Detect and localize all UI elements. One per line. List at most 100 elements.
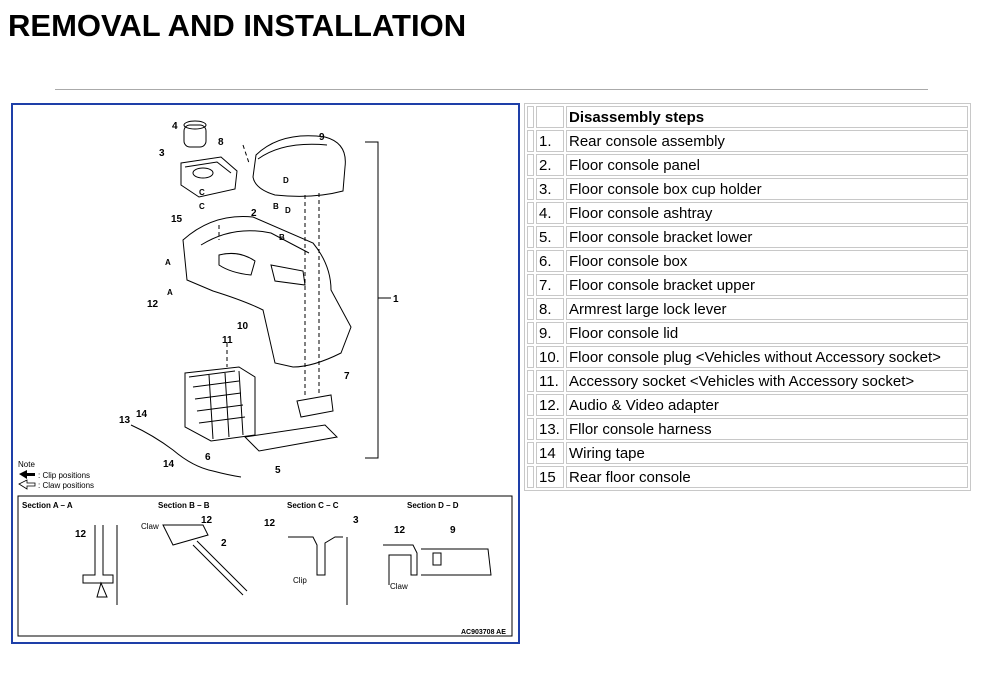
note-clip: : Clip positions <box>38 471 90 480</box>
step-text: Floor console plug <Vehicles without Acc… <box>566 346 968 368</box>
step-number: 8. <box>536 298 564 320</box>
step-number: 1. <box>536 130 564 152</box>
claw-arrow-icon <box>18 479 36 490</box>
svg-text:3: 3 <box>353 515 359 526</box>
table-row: 8.Armrest large lock lever <box>527 298 968 320</box>
step-text: Floor console bracket upper <box>566 274 968 296</box>
step-number: 2. <box>536 154 564 176</box>
table-header-row: Disassembly steps <box>527 106 968 128</box>
step-number: 15 <box>536 466 564 488</box>
table-row: 9.Floor console lid <box>527 322 968 344</box>
step-text: Floor console bracket lower <box>566 226 968 248</box>
svg-text:B: B <box>273 202 279 211</box>
step-number: 14 <box>536 442 564 464</box>
step-number: 7. <box>536 274 564 296</box>
page-title: REMOVAL AND INSTALLATION <box>8 8 467 43</box>
callout-14b: 14 <box>163 459 175 470</box>
exploded-view-figure: 1 2 3 4 5 6 7 8 9 10 11 12 13 14 14 15 A… <box>11 103 520 644</box>
step-text: Floor console box cup holder <box>566 178 968 200</box>
table-row: 13.Fllor console harness <box>527 418 968 440</box>
table-row: 5.Floor console bracket lower <box>527 226 968 248</box>
svg-text:D: D <box>285 206 291 215</box>
step-number: 11. <box>536 370 564 392</box>
step-text: Audio & Video adapter <box>566 394 968 416</box>
svg-text:A: A <box>165 258 171 267</box>
svg-text:C: C <box>199 188 205 197</box>
callout-14a: 14 <box>136 409 148 420</box>
callout-8: 8 <box>218 137 224 148</box>
step-text: Floor console ashtray <box>566 202 968 224</box>
note-heading: Note <box>18 460 35 469</box>
step-text: Rear console assembly <box>566 130 968 152</box>
callout-6: 6 <box>205 452 211 463</box>
table-row: 1.Rear console assembly <box>527 130 968 152</box>
section-titles: Section A – A Section B – B Section C – … <box>22 501 459 510</box>
section-views-panel <box>17 495 513 637</box>
section-c-title: Section C – C <box>287 501 339 510</box>
step-number: 13. <box>536 418 564 440</box>
note-legend: Note : Clip positions : Claw positions <box>18 460 94 490</box>
table-row: 12.Audio & Video adapter <box>527 394 968 416</box>
svg-text:2: 2 <box>221 538 227 549</box>
step-text: Accessory socket <Vehicles with Accessor… <box>566 370 968 392</box>
step-number: 4. <box>536 202 564 224</box>
svg-text:12: 12 <box>394 525 406 536</box>
step-text: Floor console box <box>566 250 968 272</box>
callout-1: 1 <box>393 294 399 305</box>
callout-3: 3 <box>159 148 165 159</box>
svg-text:12: 12 <box>201 515 213 526</box>
step-text: Fllor console harness <box>566 418 968 440</box>
callout-15: 15 <box>171 214 183 225</box>
step-number: 6. <box>536 250 564 272</box>
step-text: Floor console lid <box>566 322 968 344</box>
table-row: 3.Floor console box cup holder <box>527 178 968 200</box>
svg-text:B: B <box>279 233 285 242</box>
table-row: 11.Accessory socket <Vehicles with Acces… <box>527 370 968 392</box>
svg-text:Claw: Claw <box>141 522 159 531</box>
table-row: 6.Floor console box <box>527 250 968 272</box>
callout-13: 13 <box>119 415 131 426</box>
callout-7: 7 <box>344 371 350 382</box>
callout-9: 9 <box>319 132 325 143</box>
step-text: Rear floor console <box>566 466 968 488</box>
step-number: 12. <box>536 394 564 416</box>
table-header: Disassembly steps <box>566 106 968 128</box>
step-number: 10. <box>536 346 564 368</box>
section-labels: 12 Claw 12 2 12 3 Clip 12 9 Claw <box>75 515 456 591</box>
callout-5: 5 <box>275 465 281 476</box>
callout-10: 10 <box>237 321 249 332</box>
svg-text:D: D <box>283 176 289 185</box>
callout-12: 12 <box>147 299 159 310</box>
svg-text:12: 12 <box>75 529 87 540</box>
section-d-title: Section D – D <box>407 501 459 510</box>
svg-text:9: 9 <box>450 525 456 536</box>
horizontal-divider <box>55 89 928 90</box>
callout-11: 11 <box>222 335 233 346</box>
console-drawing <box>130 120 391 478</box>
svg-text:Claw: Claw <box>390 582 408 591</box>
section-arrow-labels: A A B B C C D D <box>165 176 291 297</box>
table-row: 4.Floor console ashtray <box>527 202 968 224</box>
step-text: Floor console panel <box>566 154 968 176</box>
svg-text:A: A <box>167 288 173 297</box>
note-claw: : Claw positions <box>38 481 94 490</box>
figure-code: AC903708 AE <box>461 629 506 636</box>
table-row: 10.Floor console plug <Vehicles without … <box>527 346 968 368</box>
svg-text:Clip: Clip <box>293 576 307 585</box>
step-number: 5. <box>536 226 564 248</box>
clip-arrow-icon <box>19 470 35 479</box>
step-number: 3. <box>536 178 564 200</box>
section-a-title: Section A – A <box>22 501 73 510</box>
callout-labels: 1 2 3 4 5 6 7 8 9 10 11 12 13 14 14 15 <box>119 121 399 476</box>
callout-2: 2 <box>251 208 257 219</box>
disassembly-steps-table: Disassembly steps 1.Rear console assembl… <box>524 103 971 491</box>
callout-4: 4 <box>172 121 178 132</box>
section-drawings <box>82 524 492 605</box>
svg-text:C: C <box>199 202 205 211</box>
table-row: 7.Floor console bracket upper <box>527 274 968 296</box>
section-b-title: Section B – B <box>158 501 210 510</box>
svg-text:12: 12 <box>264 518 276 529</box>
step-text: Armrest large lock lever <box>566 298 968 320</box>
